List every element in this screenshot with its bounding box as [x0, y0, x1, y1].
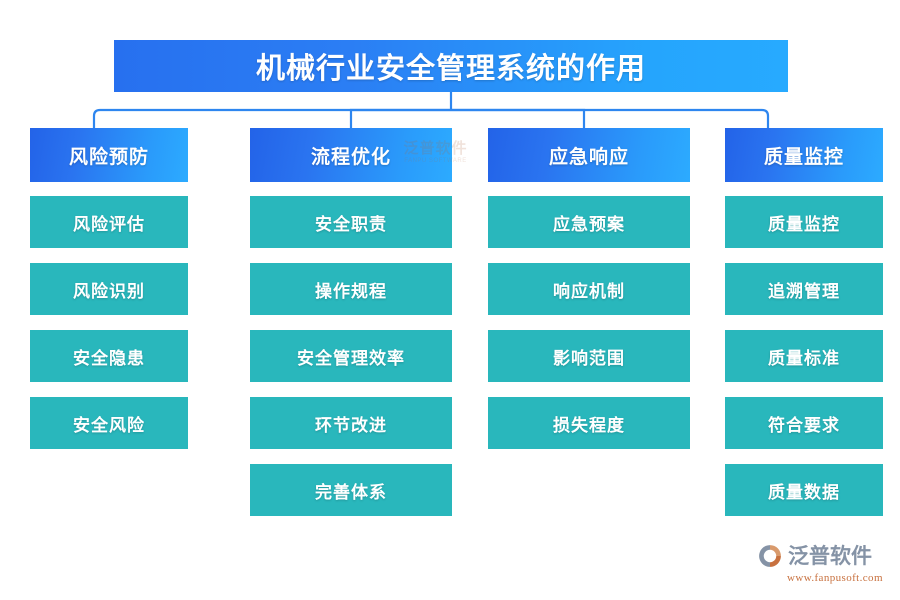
branch-item[interactable]: 安全管理效率 — [250, 330, 452, 382]
branch-item[interactable]: 质量监控 — [725, 196, 883, 248]
branch-item[interactable]: 响应机制 — [488, 263, 690, 315]
branch-item-label: 风险识别 — [73, 281, 145, 301]
branch-item[interactable]: 应急预案 — [488, 196, 690, 248]
branch-item-label: 质量数据 — [768, 482, 840, 502]
branch-item[interactable]: 安全职责 — [250, 196, 452, 248]
branch-item[interactable]: 操作规程 — [250, 263, 452, 315]
branch-item-label: 安全隐患 — [73, 348, 145, 368]
brand-url-text: www.fanpusoft.com — [787, 572, 883, 584]
diagram-title-banner: 机械行业安全管理系统的作用 — [114, 40, 788, 92]
branch-header-0[interactable]: 风险预防 — [30, 128, 188, 182]
branch-item[interactable]: 符合要求 — [725, 397, 883, 449]
branch-item[interactable]: 安全风险 — [30, 397, 188, 449]
branch-header-label-1: 流程优化 — [310, 146, 391, 168]
branch-item-label: 影响范围 — [553, 348, 625, 368]
branch-item-label: 质量监控 — [768, 214, 840, 234]
branch-item-label: 安全职责 — [315, 214, 387, 234]
branch-header-label-3: 质量监控 — [763, 146, 844, 168]
branch-item[interactable]: 影响范围 — [488, 330, 690, 382]
branch-item[interactable]: 环节改进 — [250, 397, 452, 449]
connector-branch-2 — [451, 108, 586, 128]
branch-item-label: 完善体系 — [315, 482, 387, 502]
branch-item-label: 质量标准 — [768, 348, 840, 368]
branch-header-1[interactable]: 流程优化 — [250, 128, 452, 182]
brand-logo-row: 泛普软件 — [757, 543, 872, 569]
connector-branch-0 — [92, 108, 451, 128]
branch-column-quality-monitoring: 质量监控 质量监控 追溯管理 质量标准 符合要求 质量数据 — [725, 128, 883, 531]
connector-branch-3 — [451, 108, 770, 128]
branch-header-label-2: 应急响应 — [548, 146, 629, 168]
branch-item[interactable]: 安全隐患 — [30, 330, 188, 382]
branch-column-emergency-response: 应急响应 应急预案 响应机制 影响范围 损失程度 — [488, 128, 690, 464]
branch-item[interactable]: 质量数据 — [725, 464, 883, 516]
branch-item-label: 追溯管理 — [768, 281, 840, 301]
branch-item[interactable]: 质量标准 — [725, 330, 883, 382]
branch-item[interactable]: 追溯管理 — [725, 263, 883, 315]
branch-item-label: 响应机制 — [553, 281, 625, 301]
connector-branch-1 — [349, 108, 451, 128]
diagram-title-text: 机械行业安全管理系统的作用 — [255, 53, 646, 85]
branch-item[interactable]: 风险识别 — [30, 263, 188, 315]
branch-item-label: 安全管理效率 — [297, 348, 405, 368]
branch-header-3[interactable]: 质量监控 — [725, 128, 883, 182]
branch-item-label: 安全风险 — [73, 415, 145, 435]
branch-item-label: 操作规程 — [315, 281, 387, 301]
branch-item-label: 符合要求 — [768, 415, 840, 435]
branch-item-label: 应急预案 — [553, 214, 625, 234]
branch-item[interactable]: 完善体系 — [250, 464, 452, 516]
brand-name-text: 泛普软件 — [788, 544, 872, 568]
branch-column-risk-prevention: 风险预防 风险评估 风险识别 安全隐患 安全风险 — [30, 128, 188, 464]
brand-logo: 泛普软件 www.fanpusoft.com — [757, 543, 893, 589]
branch-item[interactable]: 风险评估 — [30, 196, 188, 248]
branch-item-label: 损失程度 — [553, 415, 625, 435]
branch-header-2[interactable]: 应急响应 — [488, 128, 690, 182]
branch-item[interactable]: 损失程度 — [488, 397, 690, 449]
branch-item-label: 风险评估 — [73, 214, 145, 234]
fanpu-swirl-icon — [759, 545, 781, 567]
branch-header-label-0: 风险预防 — [68, 146, 149, 168]
branch-column-process-optimization: 流程优化 安全职责 操作规程 安全管理效率 环节改进 完善体系 — [250, 128, 452, 531]
branch-item-label: 环节改进 — [315, 415, 387, 435]
